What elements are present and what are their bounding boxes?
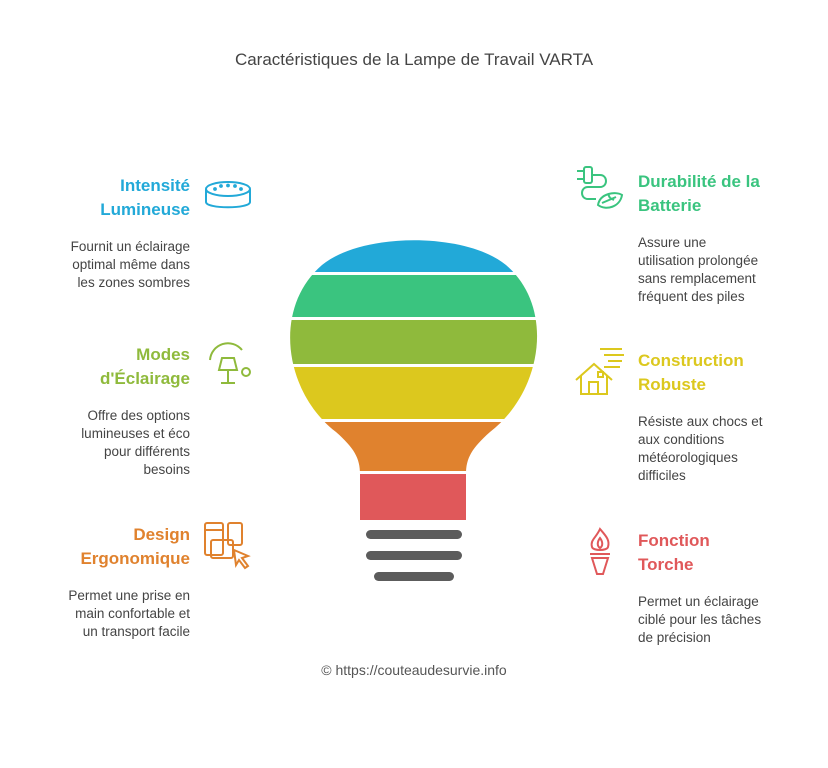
bulb-segment-red <box>290 474 538 520</box>
bulb-base-line-2 <box>366 551 462 560</box>
house-wind-icon <box>575 348 624 395</box>
feature-intensite-heading: Intensité Lumineuse <box>100 176 190 219</box>
lamp-icon <box>209 342 251 384</box>
footer-credit: © https://couteaudesurvie.info <box>321 662 507 678</box>
feature-design-desc: Permet une prise en main confortable et … <box>68 588 190 639</box>
feature-intensite-desc: Fournit un éclairage optimal même dans l… <box>70 239 190 290</box>
lightbulb-diagram <box>290 240 538 581</box>
plug-leaf-icon <box>577 166 624 209</box>
feature-modes-desc: Offre des options lumineuses et éco pour… <box>81 408 190 477</box>
feature-intensite: Intensité Lumineuse Fournit un éclairage… <box>10 174 190 292</box>
feature-construction-heading: Construction Robuste <box>638 351 744 394</box>
feature-construction-desc: Résiste aux chocs et aux conditions mété… <box>638 414 763 483</box>
feature-torche: Fonction Torche Permet un éclairage cibl… <box>638 529 818 647</box>
devices-cursor-icon <box>204 522 251 570</box>
bulb-base-line-3 <box>374 572 454 581</box>
feature-durabilite: Durabilité de la Batterie Assure une uti… <box>638 170 818 306</box>
bulb-base-line-1 <box>366 530 462 539</box>
feature-modes: Modes d'Éclairage Offre des options lumi… <box>10 343 190 479</box>
bulb-segment-yellow <box>290 367 538 419</box>
feature-design-heading: Design Ergonomique <box>80 525 190 568</box>
feature-construction: Construction Robuste Résiste aux chocs e… <box>638 349 818 485</box>
feature-durabilite-heading: Durabilité de la Batterie <box>638 172 760 215</box>
feature-torche-desc: Permet un éclairage ciblé pour les tâche… <box>638 594 762 645</box>
bulb-segment-green <box>290 275 538 317</box>
feature-design: Design Ergonomique Permet une prise en m… <box>10 523 190 641</box>
page-title: Caractéristiques de la Lampe de Travail … <box>234 50 594 69</box>
feature-modes-heading: Modes d'Éclairage <box>99 345 190 388</box>
feature-torche-heading: Fonction Torche <box>638 531 710 574</box>
bulb-segment-olive <box>290 320 538 364</box>
torch-icon <box>590 527 610 575</box>
bulb-segment-blue <box>290 240 538 272</box>
feature-durabilite-desc: Assure une utilisation prolongée sans re… <box>638 235 759 304</box>
bulb-segment-orange <box>290 422 538 471</box>
led-ring-icon <box>205 181 251 209</box>
